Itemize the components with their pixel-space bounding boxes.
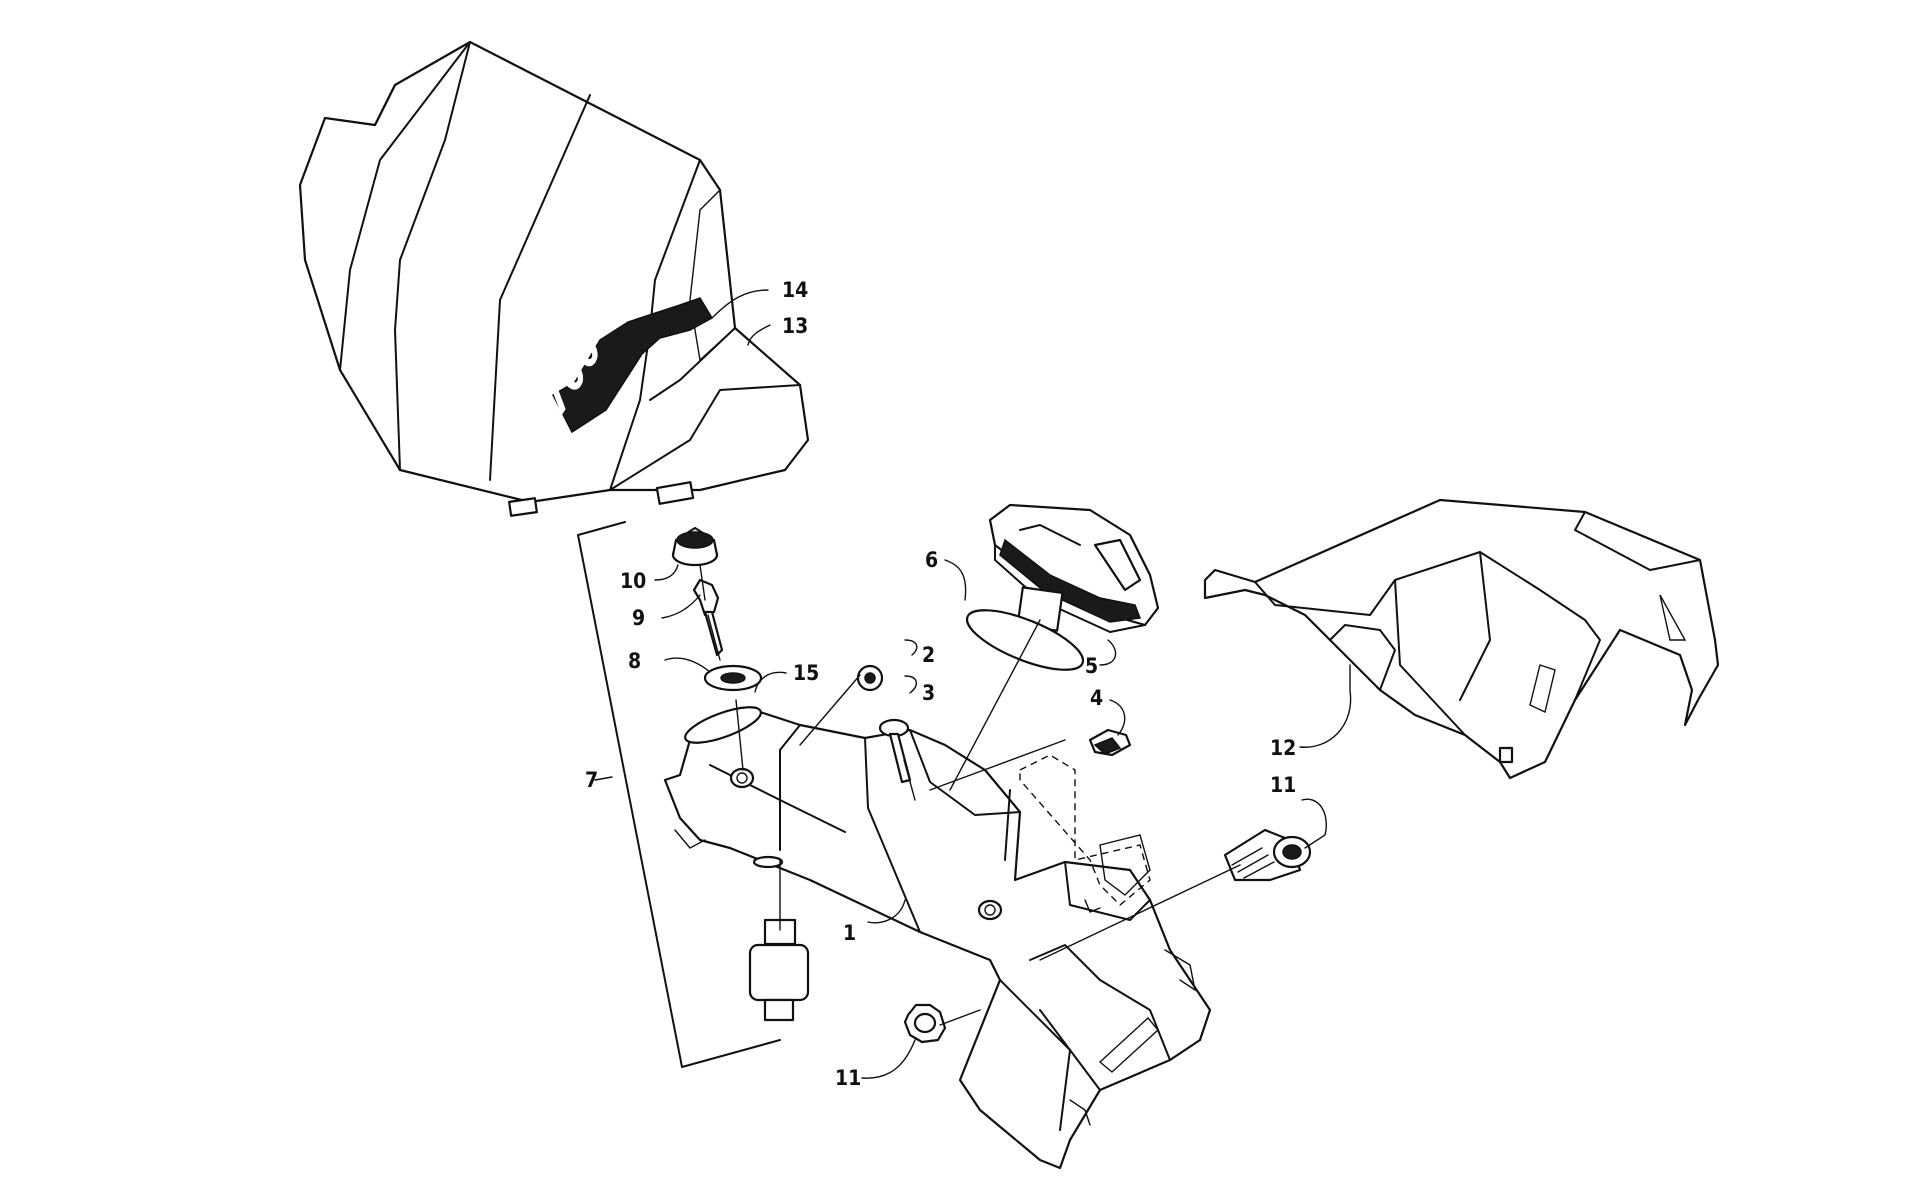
callout-2: 2 <box>922 643 935 667</box>
callout-12: 12 <box>1270 736 1296 760</box>
ignition-switch-part <box>748 918 810 1022</box>
seal-ring-part <box>684 706 762 744</box>
callout-14: 14 <box>782 278 808 302</box>
callout-9: 9 <box>632 606 645 630</box>
power-outlet-part <box>1223 828 1312 882</box>
callout-4: 4 <box>1090 686 1103 710</box>
callout-11a: 11 <box>1270 773 1296 797</box>
side-panel-part <box>1203 498 1720 780</box>
screw-part <box>878 718 912 784</box>
ignition-bezel-part <box>703 664 763 692</box>
callout-8: 8 <box>628 649 641 673</box>
callout-3: 3 <box>922 681 935 705</box>
ignition-cap-part <box>671 526 719 567</box>
callout-5: 5 <box>1085 654 1098 678</box>
console-housing-part <box>663 710 1212 1170</box>
assembly-bracket-7 <box>577 521 781 1068</box>
lock-nut-part <box>903 1003 947 1044</box>
gauge-part <box>988 503 1160 633</box>
callout-13: 13 <box>782 314 808 338</box>
windshield-part: 700 <box>298 40 810 517</box>
callout-10: 10 <box>620 569 646 593</box>
callout-1: 1 <box>843 921 856 945</box>
clip-part <box>1088 728 1132 757</box>
mounting-bracket-dashed <box>1019 754 1151 906</box>
gauge-gasket-part <box>965 609 1085 671</box>
callout-7: 7 <box>585 768 598 792</box>
rivet-part <box>856 664 884 692</box>
leader-lines <box>699 564 1241 1026</box>
callout-11b: 11 <box>835 1066 861 1090</box>
callouts: 1 2 3 4 5 6 7 8 9 10 11 11 12 13 14 15 <box>585 278 1352 1090</box>
callout-15: 15 <box>793 661 819 685</box>
callout-6: 6 <box>925 548 938 572</box>
